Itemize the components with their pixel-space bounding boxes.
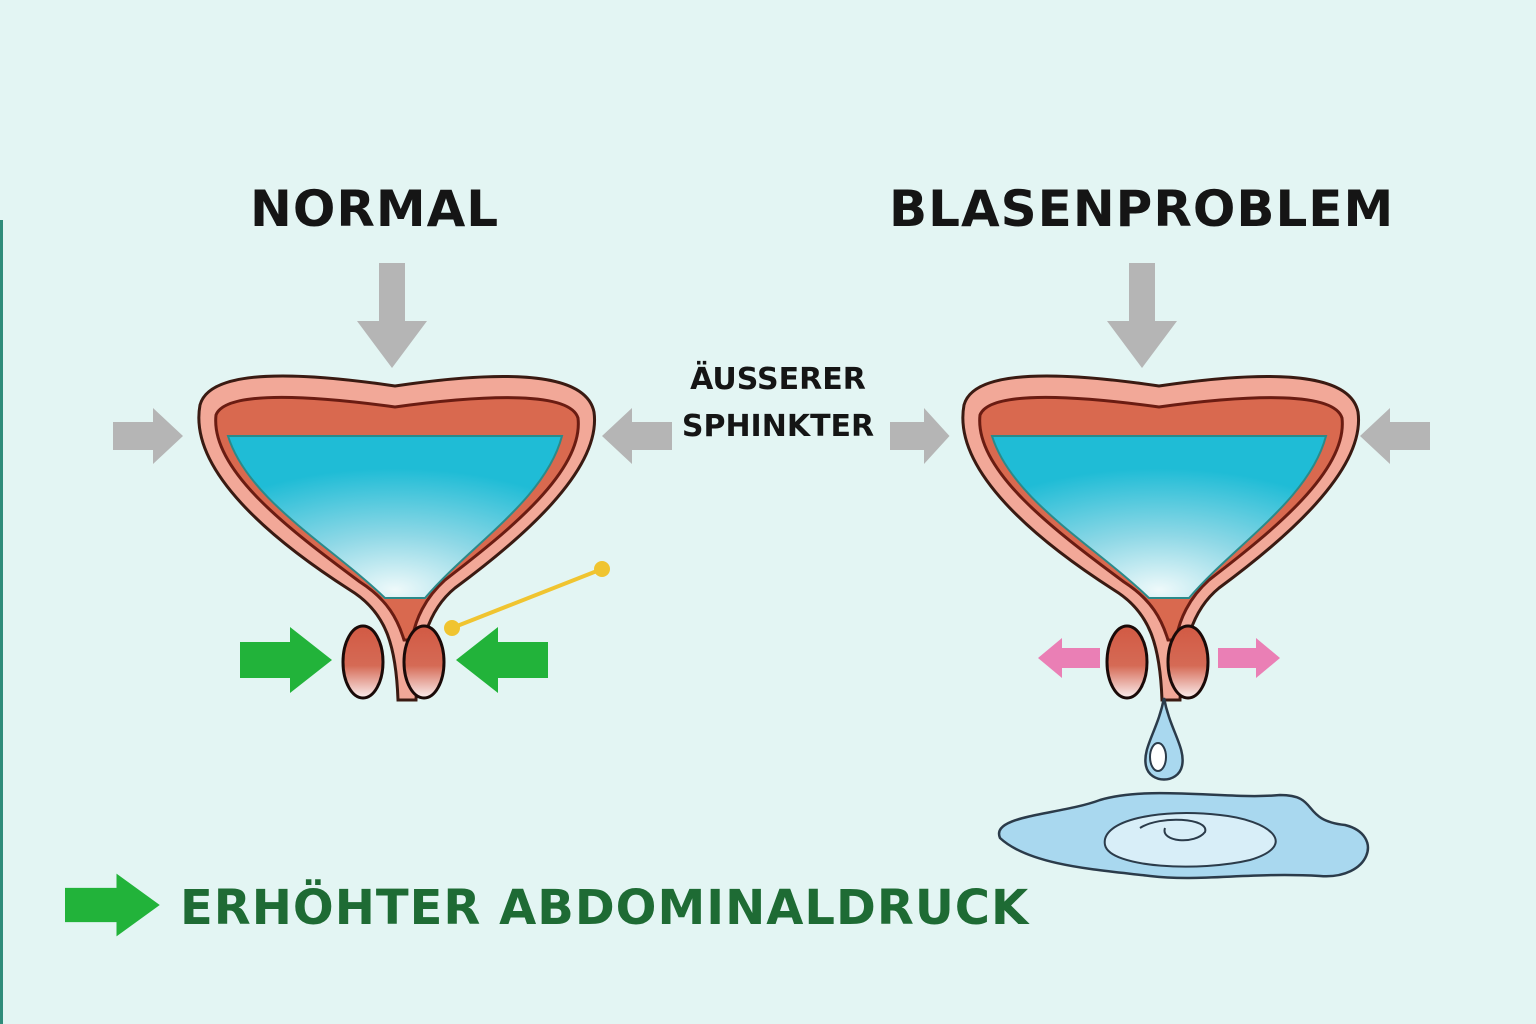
sphincter-label-line2: SPHINKTER <box>681 409 875 444</box>
gray-arrow-left-icon <box>1360 408 1430 464</box>
down-arrow-icon <box>357 263 427 368</box>
legend-green-arrow-icon <box>65 873 160 937</box>
left-edge-line <box>0 220 3 1024</box>
green-arrow-right-icon <box>240 627 332 693</box>
urine-puddle-icon <box>997 791 1370 880</box>
gray-arrow-right-icon <box>113 408 183 464</box>
problem-bladder <box>961 374 1361 702</box>
pink-arrow-left-icon <box>1038 638 1100 678</box>
pink-arrow-right-icon <box>1218 638 1280 678</box>
legend-text: ERHÖHTER ABDOMINALDRUCK <box>180 880 1030 936</box>
sphincter-label: ÄUSSERER SPHINKTER <box>648 356 908 450</box>
normal-title: NORMAL <box>250 180 500 238</box>
problem-title: BLASENPROBLEM <box>889 180 1395 238</box>
pointer-line <box>444 561 610 636</box>
sphincter-label-line1: ÄUSSERER <box>690 362 866 397</box>
green-arrow-left-icon <box>456 627 548 693</box>
urine-drop-icon <box>1144 697 1184 781</box>
down-arrow-icon <box>1107 263 1177 368</box>
